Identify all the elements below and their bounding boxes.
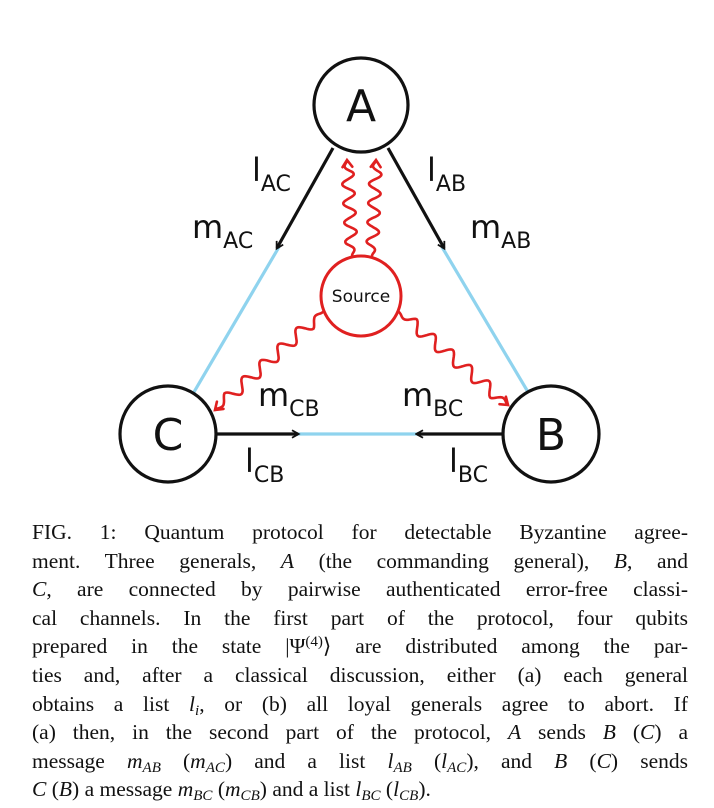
node-c: [118, 384, 218, 484]
quantum-link-source-c: [213, 310, 325, 412]
quantum-link-source-b: [397, 310, 510, 407]
node-b-label: B: [536, 410, 566, 461]
source-label: Source: [332, 287, 390, 307]
node-a: [312, 56, 410, 154]
arrow-a-to-b: [386, 147, 446, 248]
node-a-label: A: [346, 81, 376, 132]
label-m-ac: mAC: [192, 208, 253, 254]
label-l-ac: lAC: [252, 151, 291, 197]
label-m-cb: mCB: [258, 376, 320, 422]
node-b: [501, 384, 601, 484]
source-node: [319, 254, 403, 338]
label-m-ab: mAB: [470, 208, 531, 254]
protocol-diagram: Source A C B lAC mAC lAB mAB mCB mBC lCB…: [118, 56, 601, 488]
node-c-label: C: [153, 410, 184, 461]
label-l-ab: lAB: [427, 151, 466, 197]
label-l-bc: lBC: [449, 442, 488, 488]
arrow-a-to-c: [275, 147, 335, 248]
quantum-link-source-a-2: [365, 157, 383, 258]
label-l-cb: lCB: [245, 442, 284, 488]
label-m-bc: mBC: [402, 376, 463, 422]
figure-caption: FIG. 1: Quantum protocol for detectable …: [32, 520, 689, 805]
channel-ac: [192, 246, 281, 393]
channel-ab: [440, 246, 530, 393]
quantum-link-source-a-1: [340, 157, 359, 258]
